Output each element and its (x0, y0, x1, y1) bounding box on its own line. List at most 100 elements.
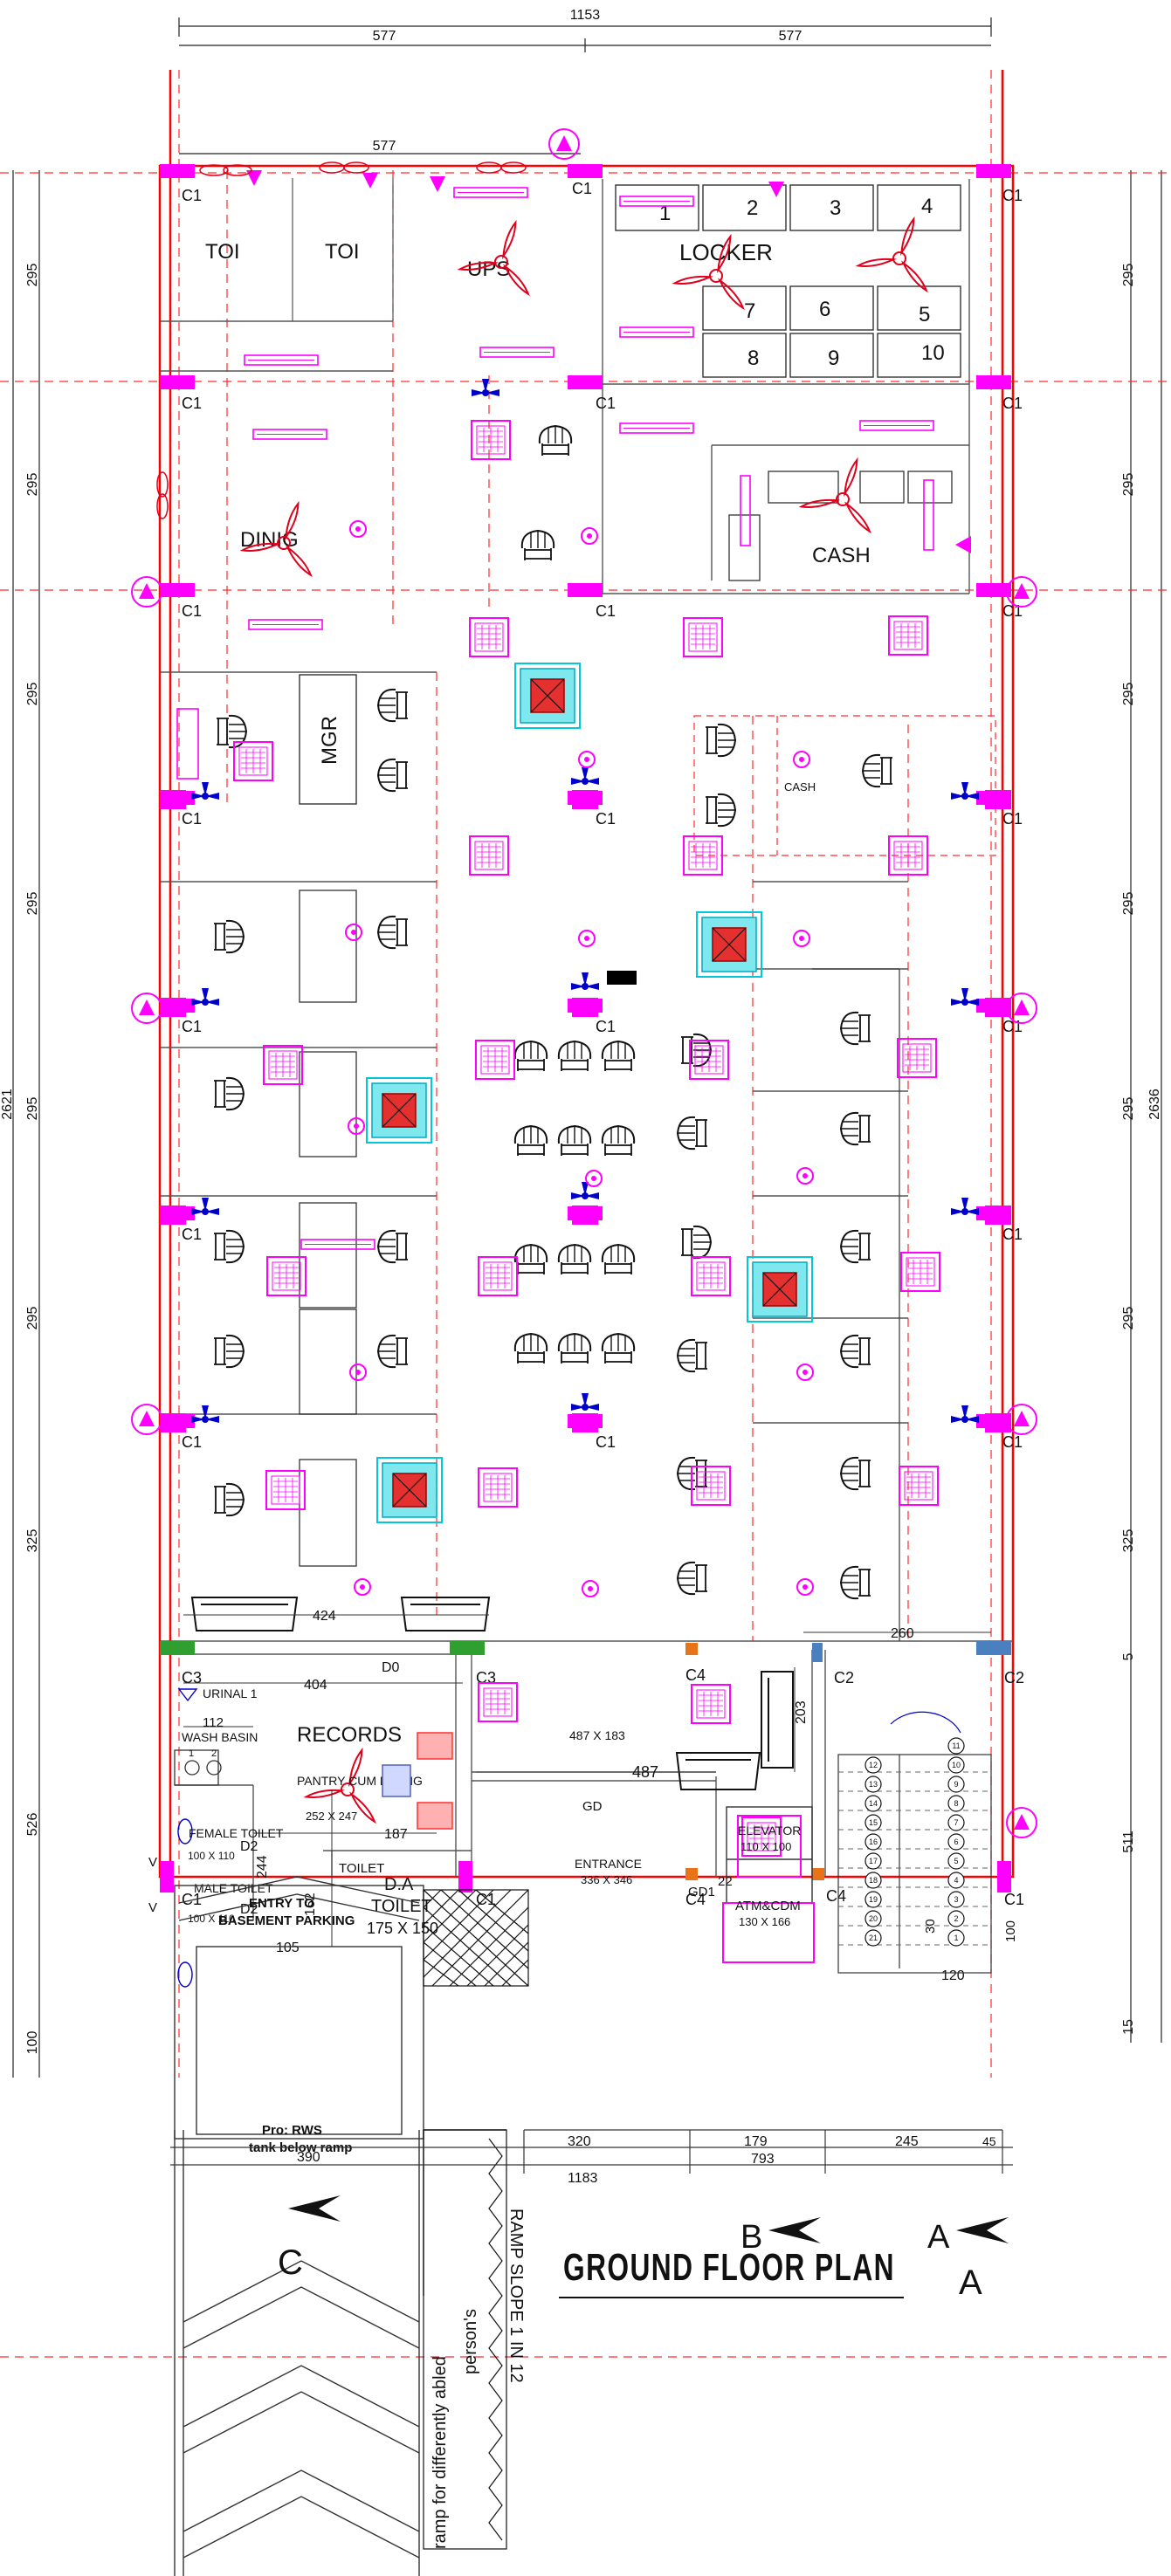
column-label: C1 (596, 395, 616, 412)
chair (557, 1125, 592, 1157)
dim-inner-top: 577 (373, 139, 396, 154)
dim-right-bay: 295 (1121, 683, 1136, 706)
air-grille-icon (478, 1256, 518, 1296)
columns (160, 164, 1011, 1893)
column-label: C1 (1002, 395, 1023, 412)
column-label: C4 (685, 1666, 706, 1684)
wall-fan-icon (951, 1198, 979, 1215)
direction-marker-icon (131, 993, 162, 1024)
vertical-lights (176, 475, 934, 780)
column-label: C3 (182, 1669, 202, 1686)
tube-light-icon (244, 354, 319, 366)
pantry-chairs (382, 1732, 453, 1830)
top-dimensions (178, 17, 992, 155)
section-label-a-lower: A (959, 2263, 982, 2302)
spot-light-icon (796, 1578, 814, 1596)
section-label-a: A (927, 2219, 950, 2256)
chair (513, 1244, 548, 1275)
dim-lines-bottom (183, 1614, 991, 1947)
chair (513, 1333, 548, 1364)
dim-487: 487 (632, 1763, 658, 1781)
label-toilet: TOILET (339, 1861, 384, 1876)
ac-unit-icon (747, 1256, 813, 1322)
dim-right-bay: 15 (1121, 2019, 1136, 2035)
air-grille-icon (475, 1040, 515, 1080)
ceiling-fan-icon (800, 457, 873, 534)
dim-100: 100 (1003, 1920, 1018, 1942)
column-label: C1 (1002, 1226, 1023, 1243)
column-labels: C1 C1 C1 C1 C1 C1 C1 C1 C1 C1 C1 C1 C1 C… (182, 180, 1024, 1908)
locker-number: 4 (921, 195, 933, 218)
air-grille-icon (233, 741, 273, 781)
section-arrows (288, 2195, 1009, 2243)
air-grille-icon (263, 1045, 303, 1085)
stair-step-circles (864, 1737, 965, 1947)
chair (213, 919, 245, 954)
chair (377, 758, 409, 793)
air-grille-icon (689, 1040, 729, 1080)
label-rws-1: Pro: RWS (262, 2123, 322, 2138)
dim-left-bay: 295 (25, 1097, 40, 1121)
wall-fan-icon (951, 988, 979, 1006)
wall-fan-icon (191, 1198, 219, 1215)
wall-fan-icon (951, 1405, 979, 1423)
column-label: C1 (596, 1433, 616, 1451)
stair-dashes (838, 1771, 991, 1946)
label-v-a: V (148, 1855, 157, 1870)
column-label: C1 (1002, 187, 1023, 204)
column-label: C1 (476, 1891, 496, 1908)
column-label: C1 (1002, 810, 1023, 828)
locker-number: 5 (919, 303, 930, 326)
sofas (190, 1597, 794, 1790)
wall-fan-icon (191, 988, 219, 1006)
left-desks (299, 890, 357, 1567)
room-label-cash: CASH (812, 544, 871, 567)
label-entrance-size: 336 X 346 (581, 1873, 632, 1886)
interior-walls (160, 179, 1013, 1920)
column-label: C2 (1004, 1669, 1024, 1686)
column-label: C1 (596, 602, 616, 620)
chair (213, 1229, 245, 1264)
spot-light-icon (581, 527, 598, 545)
dim-404: 404 (304, 1678, 327, 1693)
left-dimension-lines (12, 170, 40, 2078)
dim-left-bay: 100 (25, 2031, 40, 2055)
staircase (837, 1711, 992, 1974)
column-label: C1 (182, 1433, 202, 1451)
label-size-487: 487 X 183 (569, 1728, 625, 1742)
chair (513, 1125, 548, 1157)
dim-right-total: 2636 (1147, 1089, 1162, 1120)
dim-left-bay: 325 (25, 1529, 40, 1553)
atm-box (722, 1902, 815, 1963)
locker-number: 10 (921, 341, 945, 365)
wall-fan-icon (571, 972, 599, 990)
label-ramp-disabled-1: ramp for differently abled (431, 2356, 450, 2549)
tube-light-icon (248, 619, 323, 630)
spot-light-icon (796, 1364, 814, 1381)
column-label: C1 (182, 395, 202, 412)
ac-unit-icon (366, 1077, 432, 1144)
chair (520, 530, 555, 561)
dim-overall-top: 1153 (570, 8, 601, 23)
chair (840, 1456, 871, 1491)
dim-120: 120 (941, 1968, 965, 1983)
column-label: C1 (182, 1018, 202, 1035)
wall-fan-icon (571, 767, 599, 785)
spot-light-icon (578, 930, 596, 947)
dim-left-total: 2621 (0, 1089, 15, 1120)
wash-basins (174, 1749, 222, 1786)
stair-number: 6 (954, 1838, 958, 1846)
stair-number: 8 (954, 1799, 958, 1808)
locker-number: 1 (659, 202, 671, 225)
elevator-cabin (737, 1815, 802, 1878)
chair (705, 793, 736, 828)
chair (840, 1229, 871, 1264)
locker-number: 7 (744, 299, 755, 323)
stair-number: 7 (954, 1818, 958, 1827)
label-entry-parking-1: ENTRY TO (249, 1896, 314, 1911)
column-label: C1 (182, 602, 202, 620)
label-gd1: GD1 (688, 1885, 715, 1899)
label-atm: ATM&CDM (735, 1899, 801, 1913)
dim-112: 112 (203, 1715, 224, 1730)
dim-105: 105 (276, 1941, 300, 1955)
